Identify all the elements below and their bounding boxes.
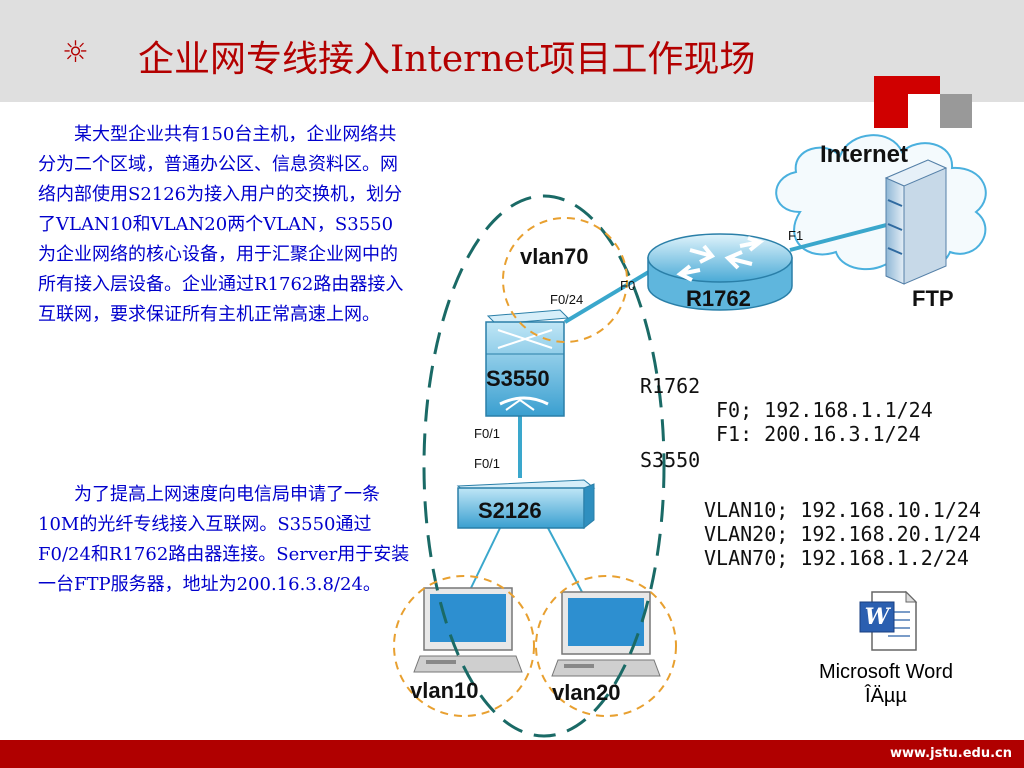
vlan70-boundary [502,217,628,343]
vlan10-label: vlan10 [410,678,479,703]
link-access-pc2 [547,527,583,593]
slide-title: 企业网专线接入Internet项目工作现场 [138,39,756,80]
enterprise-network-boundary [422,194,666,738]
access-switch-icon [456,479,596,530]
pc-vlan20-icon [551,591,661,677]
decor-white-block [908,94,940,128]
port-access-f0-1-label: F0/1 [474,456,500,471]
port-f0-label: F0 [620,278,635,293]
svg-text:W: W [865,604,892,630]
link-core-router [563,268,654,324]
slide-footer: www.jstu.edu.cn [0,740,1024,768]
detail-paragraph: 为了提高上网速度向电信局申请了一条10M的光纤专线接入互联网。S3550通过F0… [38,484,410,595]
intro-paragraph: 某大型企业共有150台主机，企业网络共分为二个区域，普通办公区、信息资料区。网络… [38,124,404,325]
vlan20-label: vlan20 [552,680,621,705]
sun-bullet-icon: ☼ [62,35,89,70]
access-switch-label: S2126 [478,498,542,523]
slide-header [0,0,1024,102]
core-switch-icon [485,309,570,417]
port-f1-label: F1 [788,228,803,243]
port-f0-24-label: F0/24 [550,292,583,307]
ftp-label: FTP [912,286,954,311]
link-router-internet [789,220,899,252]
vlan70-config: VLAN70; 192.168.1.2/24 [704,546,969,570]
footer-url: www.jstu.edu.cn [889,746,1012,761]
vlan20-config: VLAN20; 192.168.20.1/24 [704,522,981,546]
port-core-f0-1-label: F0/1 [474,426,500,441]
link-access-pc1 [469,527,501,591]
router-f0-config: F0; 192.168.1.1/24 [716,398,933,422]
router-icon [647,233,793,311]
vlan20-boundary [535,575,677,717]
switch-config-title: S3550 [640,448,701,472]
pc-vlan10-icon [413,587,523,673]
word-document-icon[interactable]: W [858,590,918,652]
router-config-title: R1762 [640,374,701,398]
ftp-server-icon [884,159,948,285]
internet-label: Internet [820,141,908,168]
router-f1-config: F1: 200.16.3.1/24 [716,422,921,446]
vlan10-config: VLAN10; 192.168.10.1/24 [704,498,981,522]
core-switch-label: S3550 [486,366,550,391]
vlan10-boundary [393,575,535,717]
vlan70-label: vlan70 [520,244,589,269]
router-label: R1762 [686,286,751,311]
